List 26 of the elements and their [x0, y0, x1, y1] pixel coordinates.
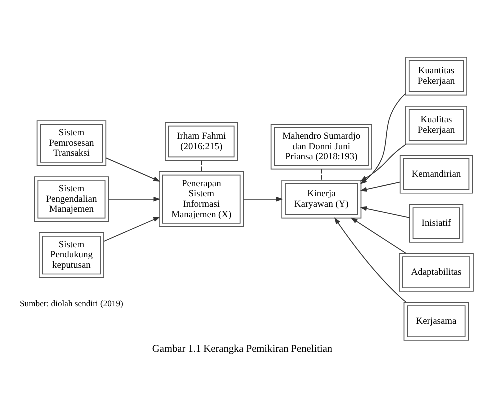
arrow	[350, 218, 407, 254]
node-box: Mahendro Sumardjo dan Donni Juni Priansa (2018:193)	[270, 124, 372, 170]
arrow	[360, 206, 410, 218]
connector	[201, 160, 202, 172]
node-box: Kuantitas Pekerjaan	[406, 57, 468, 96]
arrow	[108, 196, 161, 202]
arrow	[243, 196, 284, 202]
node-box: Kualitas Pekerjaan	[406, 106, 468, 145]
caption: Gambar 1.1 Kerangka Pemikiran Penelitian	[152, 344, 333, 356]
arrow	[334, 218, 407, 303]
arrow	[360, 182, 400, 192]
arrow	[360, 144, 407, 182]
node-box: Penerapan Sistem Informasi Manajemen (X)	[159, 171, 244, 228]
label: Sumber: diolah sendiri (2019)	[20, 298, 124, 309]
node-box: Sistem Pendukung keputusan	[39, 232, 104, 278]
node-box: Adaptabilitas	[399, 253, 474, 292]
node-box: Sistem Pemrosesan Transaksi	[36, 120, 107, 166]
node-box: Kemandirian	[400, 155, 474, 194]
node-box: Kinerja Karyawan (Y)	[282, 180, 362, 219]
node-box: Sistem Pengendalian Manajemen	[34, 176, 110, 222]
node-box: Kerjasama	[404, 302, 470, 341]
node-box: Inisiatif	[409, 204, 464, 243]
connector	[321, 169, 322, 181]
node-box: Irham Fahmi (2016:215)	[165, 122, 238, 162]
arrow	[104, 216, 160, 242]
arrow	[106, 158, 160, 182]
